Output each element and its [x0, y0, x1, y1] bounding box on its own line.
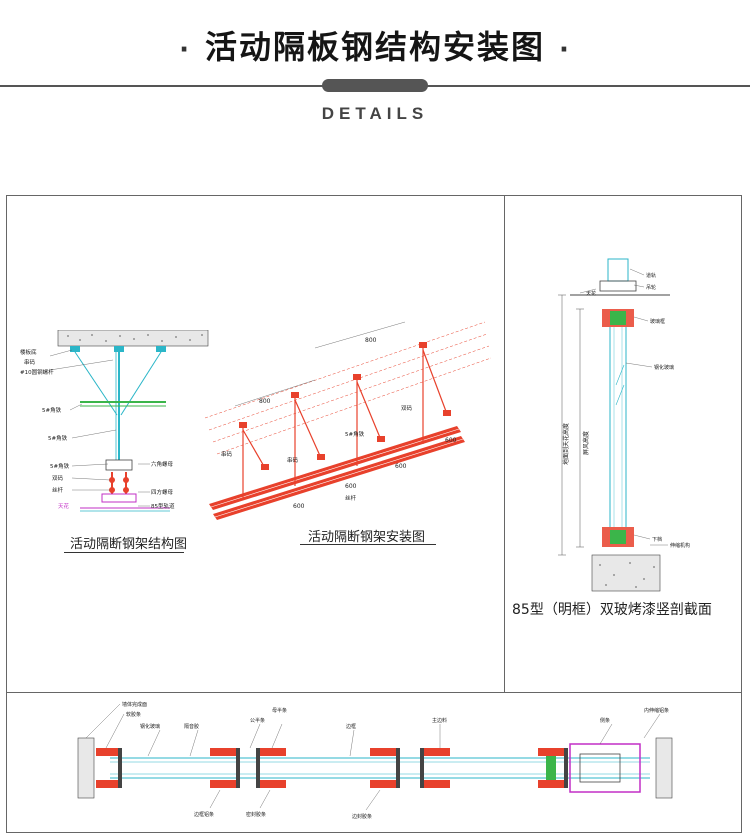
frame-horizontal-divider: [6, 692, 742, 693]
drawing-frame: [6, 195, 742, 833]
label-height-to-ceiling: 地面到天花高度: [562, 423, 570, 465]
label-inner-strip: 内伸缩铝条: [644, 707, 669, 714]
label-hex-screw: 六角螺母: [151, 460, 174, 468]
section-diagram: 地面到天花高度 屏风高度 道轨 吊轮 天花 玻璃框 钢化玻璃 下档 伸缩机构: [558, 258, 690, 592]
label-section-ceiling: 天花: [586, 290, 596, 297]
title-dot-left: ·: [179, 35, 191, 65]
label-glass-frame: 玻璃框: [650, 318, 665, 325]
dim-800-left: 800: [259, 398, 271, 405]
label-section-track: 道轨: [646, 272, 656, 279]
caption-install: 活动隔断钢架安装图: [308, 530, 426, 545]
label-rubber-strip: 软胶条: [126, 711, 141, 718]
dim-600-d: 600: [293, 503, 305, 510]
label-screen-height: 屏风高度: [582, 431, 590, 455]
label-double-nut: 双码: [52, 474, 64, 482]
frame-vertical-divider: [504, 195, 505, 692]
label-glue-strip: 隔音胶: [184, 723, 199, 730]
label-female-profile: 母半条: [272, 707, 287, 714]
label-double-code: 双码: [401, 404, 413, 412]
label-rod: #10圆钢螺杆: [20, 368, 54, 376]
caption-structure: 活动隔断钢架结构图: [70, 537, 188, 552]
label-section-hanger: 吊轮: [646, 284, 656, 291]
install-diagram: 800 800 600 600 600 600 双码 5#角铁 串码 串码 丝杆…: [204, 321, 492, 520]
label-angle-install: 5#角铁: [345, 430, 365, 438]
label-rubber-seal: 密封胶条: [246, 811, 266, 818]
dim-800-right: 800: [365, 337, 377, 344]
label-ceiling: 天花: [58, 502, 70, 510]
label-main-frame: 主边料: [432, 717, 447, 724]
label-angle-low: 5#角铁: [50, 462, 70, 470]
caption-structure-underline: [64, 552, 184, 553]
label-floor-mech: 伸缩机构: [670, 542, 690, 549]
label-angle-mid: 5#角铁: [48, 434, 68, 442]
page-subtitle: DETAILS: [321, 104, 429, 123]
plan-diagram: 墙体完成面 软胶条 钢化玻璃 隔音胶 公半条 母半条 边框 主边料 侧条 内伸缩…: [77, 701, 673, 820]
label-male-profile: 公半条: [250, 717, 265, 724]
label-side-strip: 侧条: [600, 717, 610, 724]
label-square-nut: 四方螺母: [151, 488, 174, 496]
label-angle-top: 5#角铁: [42, 406, 62, 414]
dim-600-a: 600: [445, 437, 457, 444]
dim-600-c: 600: [345, 483, 357, 490]
label-anchor-install: 串码: [221, 450, 233, 458]
label-wall-finish: 墙体完成面: [122, 701, 147, 708]
label-tempered-glass: 钢化玻璃: [654, 364, 674, 371]
label-plan-tempered-glass: 钢化玻璃: [140, 723, 160, 730]
label-outer-frame: 边框: [346, 723, 356, 730]
label-floor-slab: 楼板底: [20, 348, 37, 356]
label-anchor: 串码: [24, 358, 36, 366]
caption-install-underline: [300, 544, 436, 545]
dim-600-b: 600: [395, 463, 407, 470]
caption-section: 85型（明框）双玻烤漆竖剖截面: [512, 602, 712, 618]
page-title: · 活动隔板钢结构安装图 ·: [0, 22, 750, 68]
label-seal: 下档: [652, 536, 662, 543]
title-text: 活动隔板钢结构安装图: [204, 28, 545, 66]
label-edge-seal: 边封胶条: [352, 813, 372, 820]
label-screw-rod: 丝杆: [52, 486, 64, 494]
structure-diagram: 楼板底 串码 #10圆钢螺杆 5#角铁 5#角铁 5#角铁 双码 丝杆 六角螺母…: [20, 330, 209, 512]
title-dot-right: ·: [559, 35, 571, 65]
label-frame-strip: 边框铝条: [194, 811, 214, 818]
label-rod-install: 丝杆: [345, 494, 357, 502]
header-divider-pill: [322, 79, 428, 92]
label-track: 85型轨道: [151, 502, 175, 510]
label-anchor-install-2: 串码: [287, 456, 299, 464]
